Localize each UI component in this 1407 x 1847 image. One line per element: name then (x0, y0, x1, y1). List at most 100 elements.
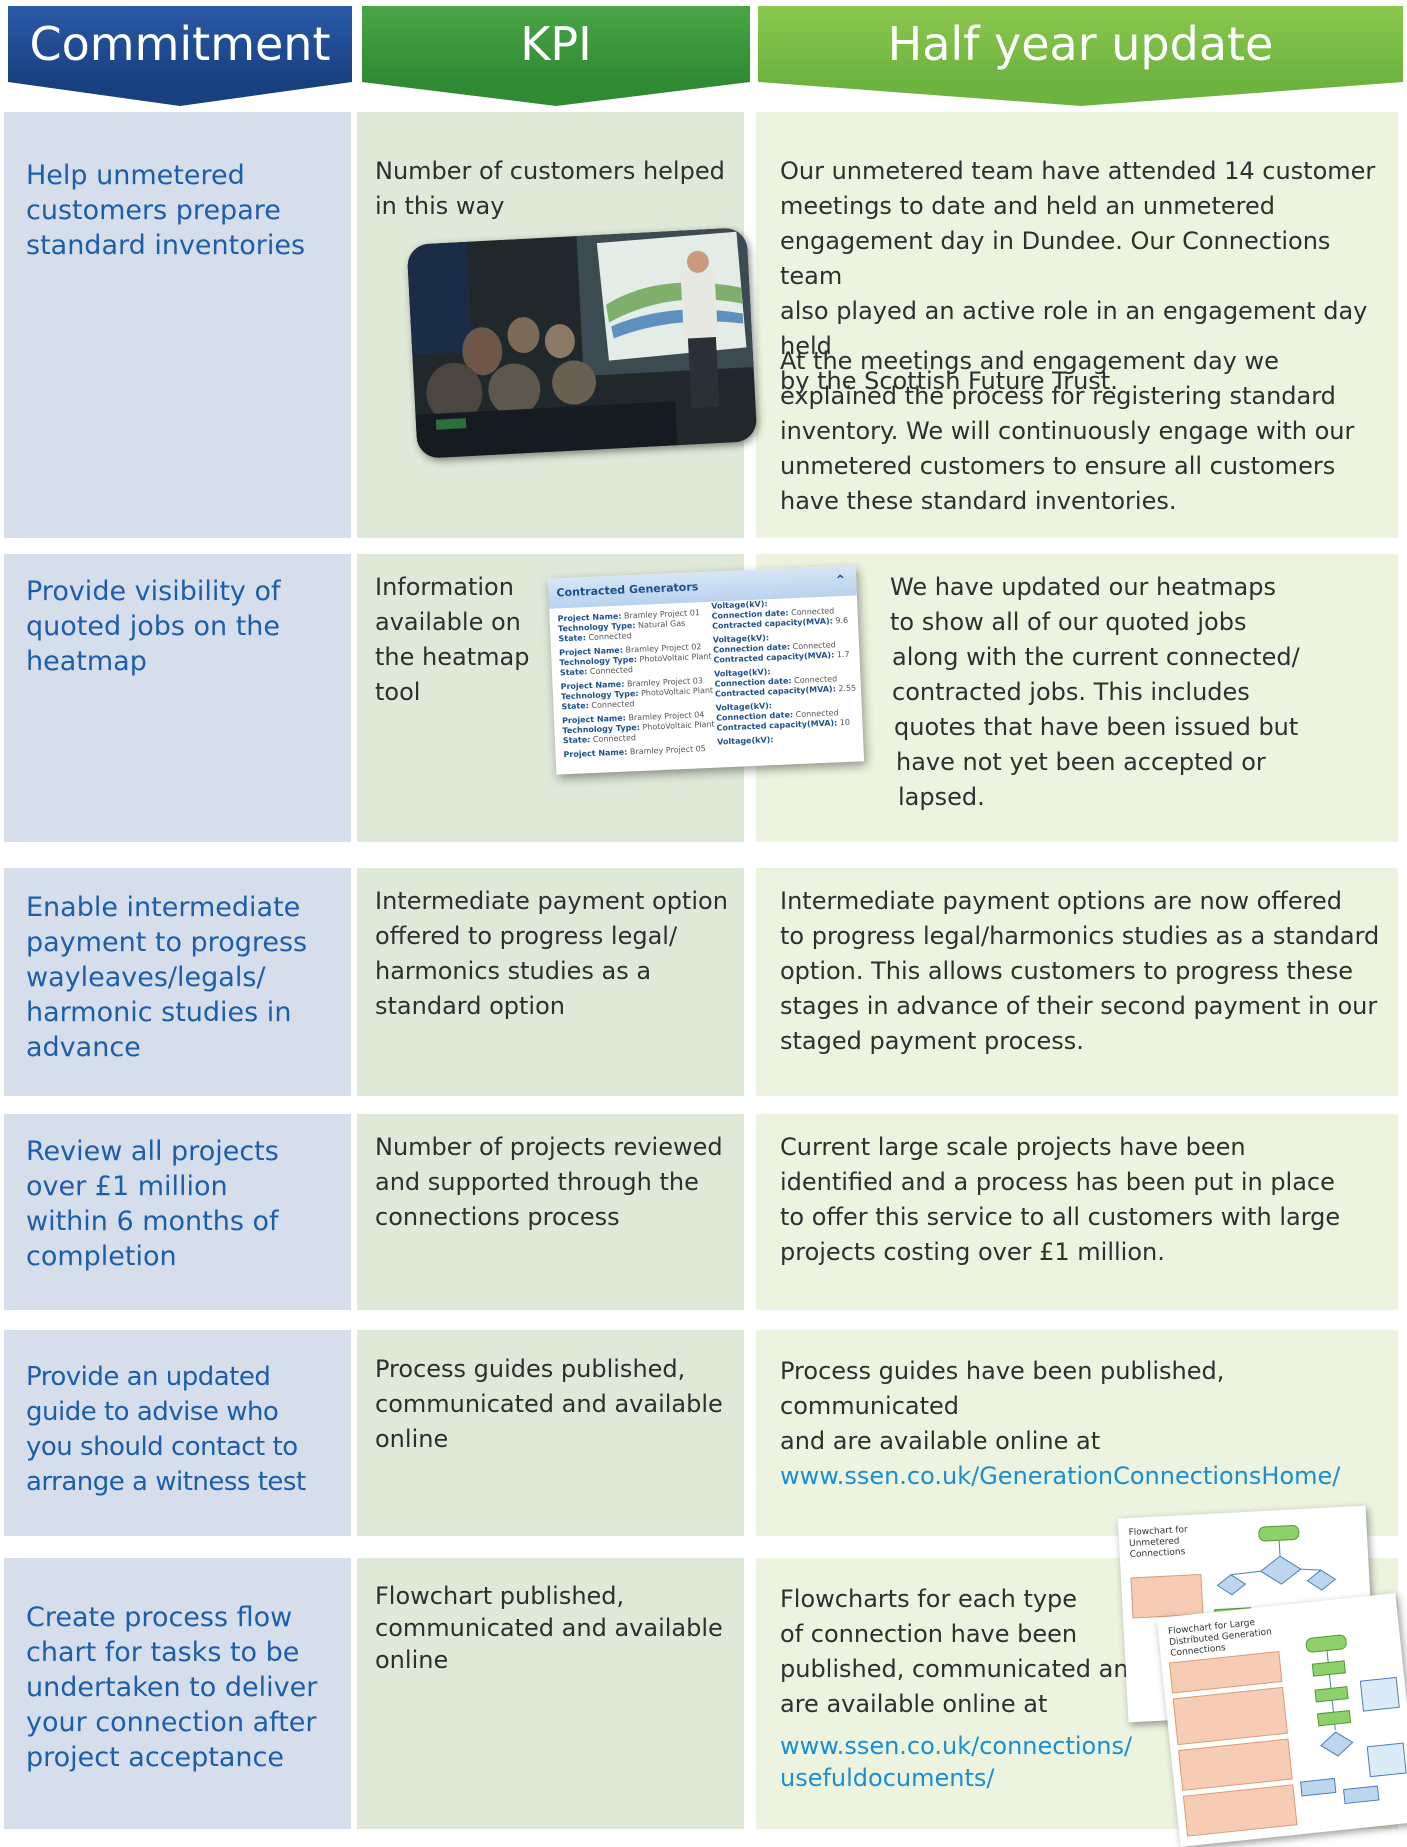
update-line: to show all of our quoted jobs (890, 608, 1247, 636)
commitment-line: you should contact to (26, 1432, 298, 1462)
useful-documents-link[interactable]: www.ssen.co.uk/connections/ (780, 1732, 1133, 1760)
row-2-commitment-cell: Provide visibility of quoted jobs on the… (4, 554, 351, 842)
kpi-line: in this way (375, 192, 505, 220)
update-line: option. This allows customers to progres… (780, 957, 1354, 985)
popup-field: Voltage(kV): (717, 735, 774, 747)
kpi-line: communicated and available (375, 1614, 723, 1642)
update-line: inventory. We will continuously engage w… (780, 417, 1355, 445)
heatmap-contracted-generators-popup: Contracted Generators ⌃ Project Name: Br… (547, 565, 865, 775)
popup-field-value: Connected (795, 708, 839, 720)
update-paragraph-2: At the meetings and engagement day we ex… (780, 344, 1354, 519)
update-line: engagement day in Dundee. Our Connection… (780, 227, 1331, 290)
update-line: quotes that have been issued but (894, 713, 1299, 741)
row-4-kpi-cell: Number of projects reviewed and supporte… (357, 1114, 744, 1310)
commitment-line: Provide visibility of (26, 576, 281, 607)
kpi-line: connections process (375, 1203, 620, 1231)
kpi-line: Flowchart published, (375, 1582, 625, 1610)
kpi-line: online (375, 1425, 449, 1453)
update-line: meetings to date and held an unmetered (780, 192, 1275, 220)
kpi-line: offered to progress legal/ (375, 922, 678, 950)
kpi-line: and supported through the (375, 1168, 699, 1196)
update-line: are available online at (780, 1690, 1048, 1718)
popup-field-label: State: (562, 735, 591, 746)
header-commitment-label: Commitment (29, 17, 331, 71)
commitment-line: arrange a witness test (26, 1467, 306, 1497)
update-line: Current large scale projects have been (780, 1133, 1246, 1161)
kpi-line: available on (375, 608, 521, 636)
update-line: to offer this service to all customers w… (780, 1203, 1341, 1231)
popup-field-label: Project Name: (563, 747, 628, 760)
update-line: identified and a process has been put in… (780, 1168, 1335, 1196)
large-dg-flowchart-thumbnail: Flowchart for Large Distributed Generati… (1156, 1593, 1407, 1847)
row-5-kpi-cell: Process guides published, communicated a… (357, 1330, 744, 1536)
popup-field-value: 1.7 (836, 649, 850, 660)
update-line: At the meetings and engagement day we (780, 347, 1279, 375)
popup-field-value: Connected (592, 733, 637, 744)
kpi-line: communicated and available (375, 1390, 723, 1418)
commitment-text: Enable intermediate payment to progress … (26, 890, 341, 1065)
update-line: projects costing over £1 million. (780, 1238, 1165, 1266)
row-5-update-cell: Process guides have been published, comm… (756, 1330, 1398, 1536)
popup-field-value: Bramley Project 01 (623, 608, 701, 621)
row-2-update-cell: We have updated our heatmaps to show all… (756, 554, 1398, 842)
popup-field: State: Connected (560, 665, 633, 678)
popup-field-label: Voltage(kV): (716, 735, 774, 747)
useful-documents-link-block[interactable]: www.ssen.co.uk/connections/ usefuldocume… (780, 1730, 1132, 1794)
generation-connections-link[interactable]: www.ssen.co.uk/GenerationConnectionsHome… (780, 1462, 1341, 1490)
update-line: also played an active role in an engagem… (780, 297, 1368, 360)
commitment-line: over £1 million (26, 1171, 228, 1202)
kpi-text: Intermediate payment option offered to p… (375, 884, 732, 1024)
update-paragraph-1: Our unmetered team have attended 14 cust… (780, 154, 1398, 399)
header-kpi-label: KPI (520, 17, 592, 71)
engagement-meeting-photo (406, 227, 758, 459)
commitment-line: Enable intermediate (26, 892, 301, 923)
kpi-text: Process guides published, communicated a… (375, 1352, 732, 1457)
commitment-line: harmonic studies in (26, 997, 292, 1028)
popup-title: Contracted Generators (556, 580, 699, 600)
commitment-line: project acceptance (26, 1742, 284, 1773)
update-line: unmetered customers to ensure all custom… (780, 452, 1336, 480)
commitment-text: Help unmetered customers prepare standar… (26, 158, 341, 263)
commitment-line: guide to advise who (26, 1397, 279, 1427)
commitment-line: customers prepare (26, 195, 281, 226)
row-6-commitment-cell: Create process flow chart for tasks to b… (4, 1558, 351, 1829)
useful-documents-link[interactable]: usefuldocuments/ (780, 1764, 995, 1792)
popup-field-value: Connected (588, 631, 632, 643)
commitment-line: payment to progress (26, 927, 308, 958)
kpi-line: Information (375, 573, 514, 601)
popup-field-value: 9.6 (835, 615, 849, 626)
update-line: to progress legal/harmonics studies as a… (780, 922, 1380, 950)
kpi-line: tool (375, 678, 421, 706)
update-line: Process guides have been published, comm… (780, 1357, 1225, 1420)
chevron-up-icon: ⌃ (834, 572, 847, 590)
kpi-line: Intermediate payment option (375, 887, 728, 915)
popup-field-value: PhotoVoltaic Plant (642, 719, 715, 732)
header-half-year-update: Half year update (758, 6, 1403, 82)
kpi-line: harmonics studies as a (375, 957, 652, 985)
row-1-update-cell: Our unmetered team have attended 14 cust… (756, 112, 1398, 538)
commitment-text: Create process flow chart for tasks to b… (26, 1600, 341, 1775)
popup-field-value: 2.55 (838, 683, 857, 694)
commitment-line: standard inventories (26, 230, 306, 261)
update-line: have these standard inventories. (780, 487, 1177, 515)
commitment-text: Provide an updated guide to advise who y… (26, 1360, 341, 1500)
update-line: Intermediate payment options are now off… (780, 887, 1342, 915)
kpi-line: standard option (375, 992, 565, 1020)
popup-field: State: Connected (558, 631, 631, 644)
update-line: lapsed. (898, 783, 985, 811)
update-paragraph-1: Flowcharts for each type of connection h… (780, 1582, 1144, 1722)
kpi-line: online (375, 1646, 449, 1674)
popup-field: Project Name: Bramley Project 05 (563, 744, 706, 760)
update-line: have not yet been accepted or (896, 748, 1266, 776)
kpi-text: Flowchart published, communicated and av… (375, 1580, 732, 1676)
row-3-commitment-cell: Enable intermediate payment to progress … (4, 868, 351, 1096)
update-line: stages in advance of their second paymen… (780, 992, 1378, 1020)
update-line: Flowcharts for each type (780, 1585, 1078, 1613)
update-line: staged payment process. (780, 1027, 1084, 1055)
update-line: We have updated our heatmaps (890, 573, 1276, 601)
popup-field-value: Connected (589, 665, 634, 677)
kpi-line: Process guides published, (375, 1355, 686, 1383)
row-5-commitment-cell: Provide an updated guide to advise who y… (4, 1330, 351, 1536)
header-kpi: KPI (362, 6, 750, 82)
popup-field-label: State: (558, 633, 587, 644)
